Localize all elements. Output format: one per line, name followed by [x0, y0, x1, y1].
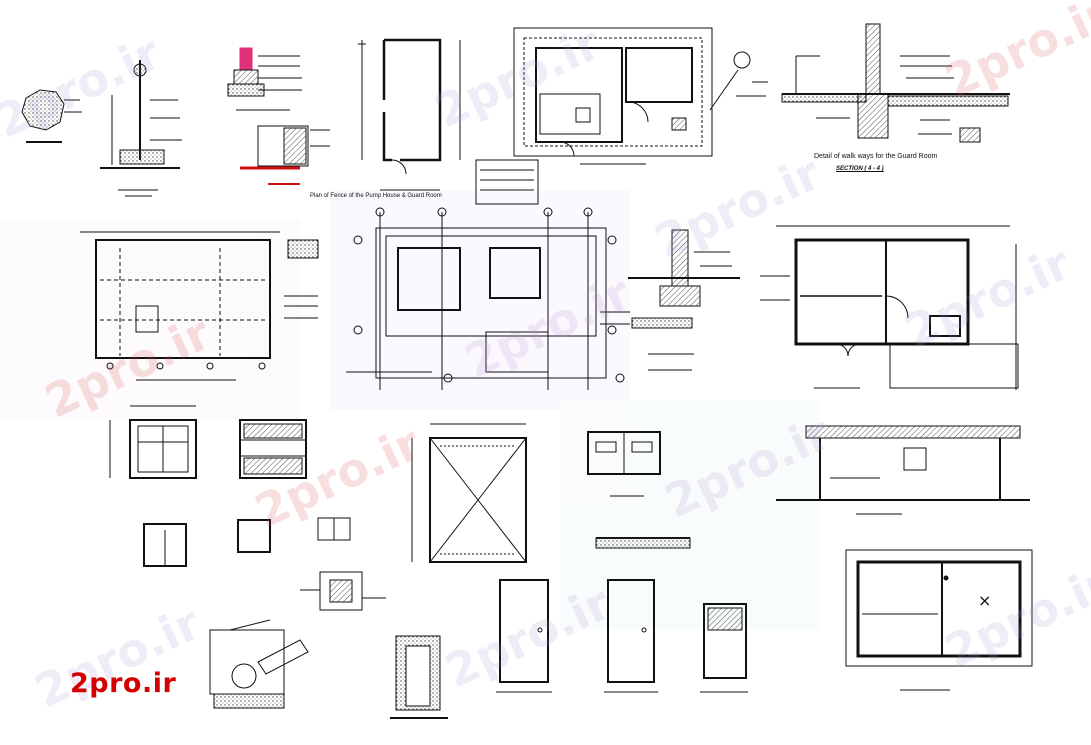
slab-elevation — [587, 431, 691, 549]
fence-plan — [358, 38, 461, 191]
cross-section-right — [776, 425, 1030, 515]
wall-footing-detail — [227, 47, 330, 185]
brand-logo: 2pro.ir — [70, 668, 177, 699]
foundation-layout-left — [80, 231, 319, 381]
pump-house-plan-top — [513, 27, 768, 165]
manhole-detail — [209, 619, 309, 709]
chamber-detail — [390, 635, 448, 719]
fence-plan-title: Plan of Fence of the Pump House & Guard … — [310, 193, 442, 199]
walkway-detail-title: Detail of walk ways for the Guard Room — [814, 153, 938, 160]
svg-text:×: × — [978, 591, 991, 610]
window-elevations — [109, 405, 351, 567]
central-foundation-plan — [346, 159, 625, 390]
pump-house-plan-bottom: × — [845, 549, 1033, 691]
background-tints — [0, 190, 820, 630]
section-title: SECTION ( 4 - 4 ) — [836, 166, 884, 172]
base-plate-detail — [300, 571, 386, 611]
roof-plan — [411, 423, 527, 563]
door-elevations — [496, 579, 748, 693]
fence-post-detail — [100, 60, 182, 197]
stone-detail — [21, 89, 82, 143]
walkway-section — [781, 23, 1010, 143]
column-footing-section — [600, 229, 740, 371]
guard-room-plan — [760, 225, 1019, 390]
